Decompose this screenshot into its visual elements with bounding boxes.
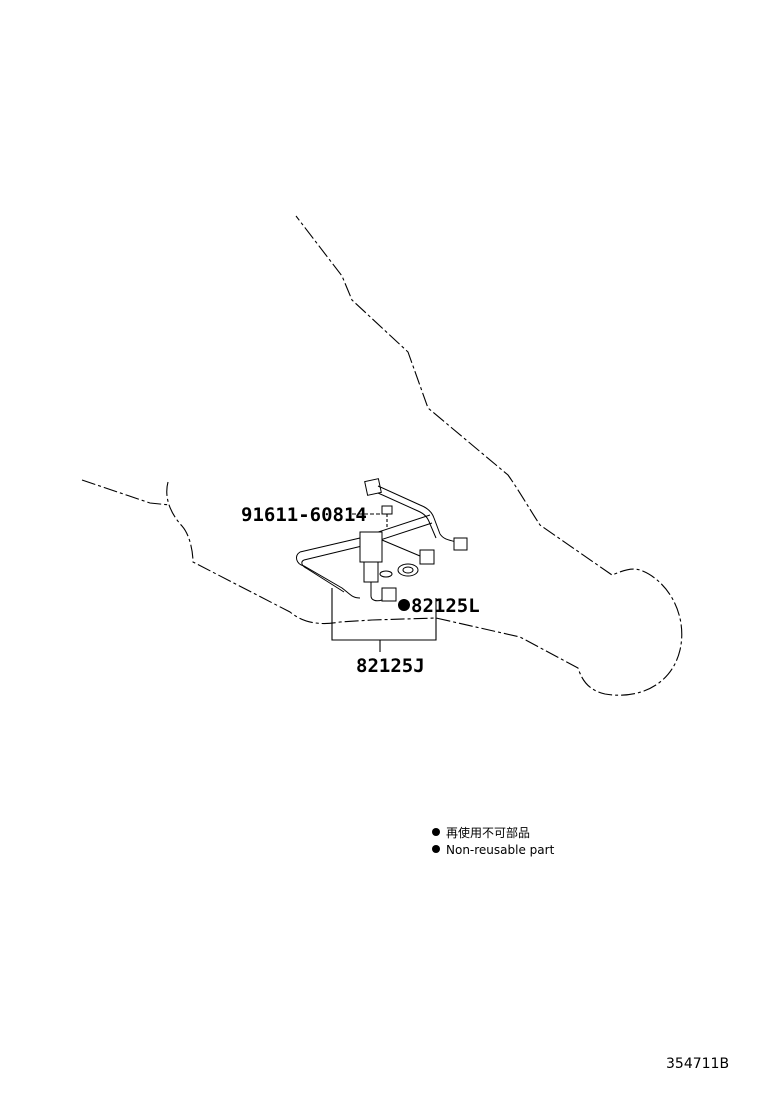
vehicle-body-outline [81, 215, 683, 696]
washer-icon [379, 570, 393, 578]
legend-text-ja: 再使用不可部品 [446, 825, 530, 840]
non-reusable-marker [398, 599, 410, 611]
sensor-body [359, 531, 383, 563]
gasket-ring-inner [402, 566, 414, 574]
connector-right [453, 537, 468, 551]
connector-side [419, 549, 435, 565]
connector-top [364, 478, 382, 496]
legend-text-en: Non-reusable part [446, 843, 555, 857]
part-number-gasket: 82125L [411, 595, 480, 617]
legend-marker-ja [432, 828, 440, 836]
legend: 再使用不可部品 Non-reusable part [432, 825, 555, 857]
harness-assembly [296, 478, 468, 602]
part-number-bolt: 91611-60814 [241, 504, 367, 526]
legend-marker-en [432, 845, 440, 853]
part-number-harness: 82125J [356, 655, 425, 677]
sensor-stem [363, 561, 379, 583]
leader-lines [331, 513, 437, 652]
figure-code: 354711B [666, 1056, 729, 1072]
connector-bottom [381, 587, 397, 602]
bolt-icon [381, 505, 393, 515]
